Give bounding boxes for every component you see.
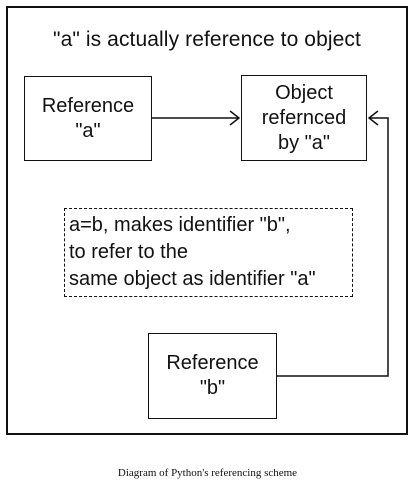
note-line-3: same object as identifier "a" [69, 268, 316, 290]
figure-caption: Diagram of Python's referencing scheme [117, 467, 298, 479]
assignment-note: a=b, makes identifier "b", to refer to t… [64, 208, 353, 297]
reference-a-line-2: "a" [75, 119, 101, 142]
diagram-frame [6, 6, 408, 435]
note-line-1: a=b, makes identifier "b", [69, 214, 291, 236]
object-line-1: Object [275, 81, 333, 104]
object-line-2: refernced [261, 106, 347, 129]
diagram-title: "a" is actually reference to object [53, 28, 361, 51]
object-box: Object refernced by "a" [241, 75, 367, 161]
reference-a-box: Reference "a" [24, 76, 152, 161]
reference-b-line-2: "b" [199, 377, 226, 399]
note-line-2: to refer to the [69, 241, 188, 263]
reference-b-box: Reference "b" [148, 333, 277, 419]
reference-b-line-1: Reference [166, 352, 259, 374]
reference-a-line-1: Reference [41, 94, 135, 117]
object-line-3: by "a" [277, 131, 330, 154]
